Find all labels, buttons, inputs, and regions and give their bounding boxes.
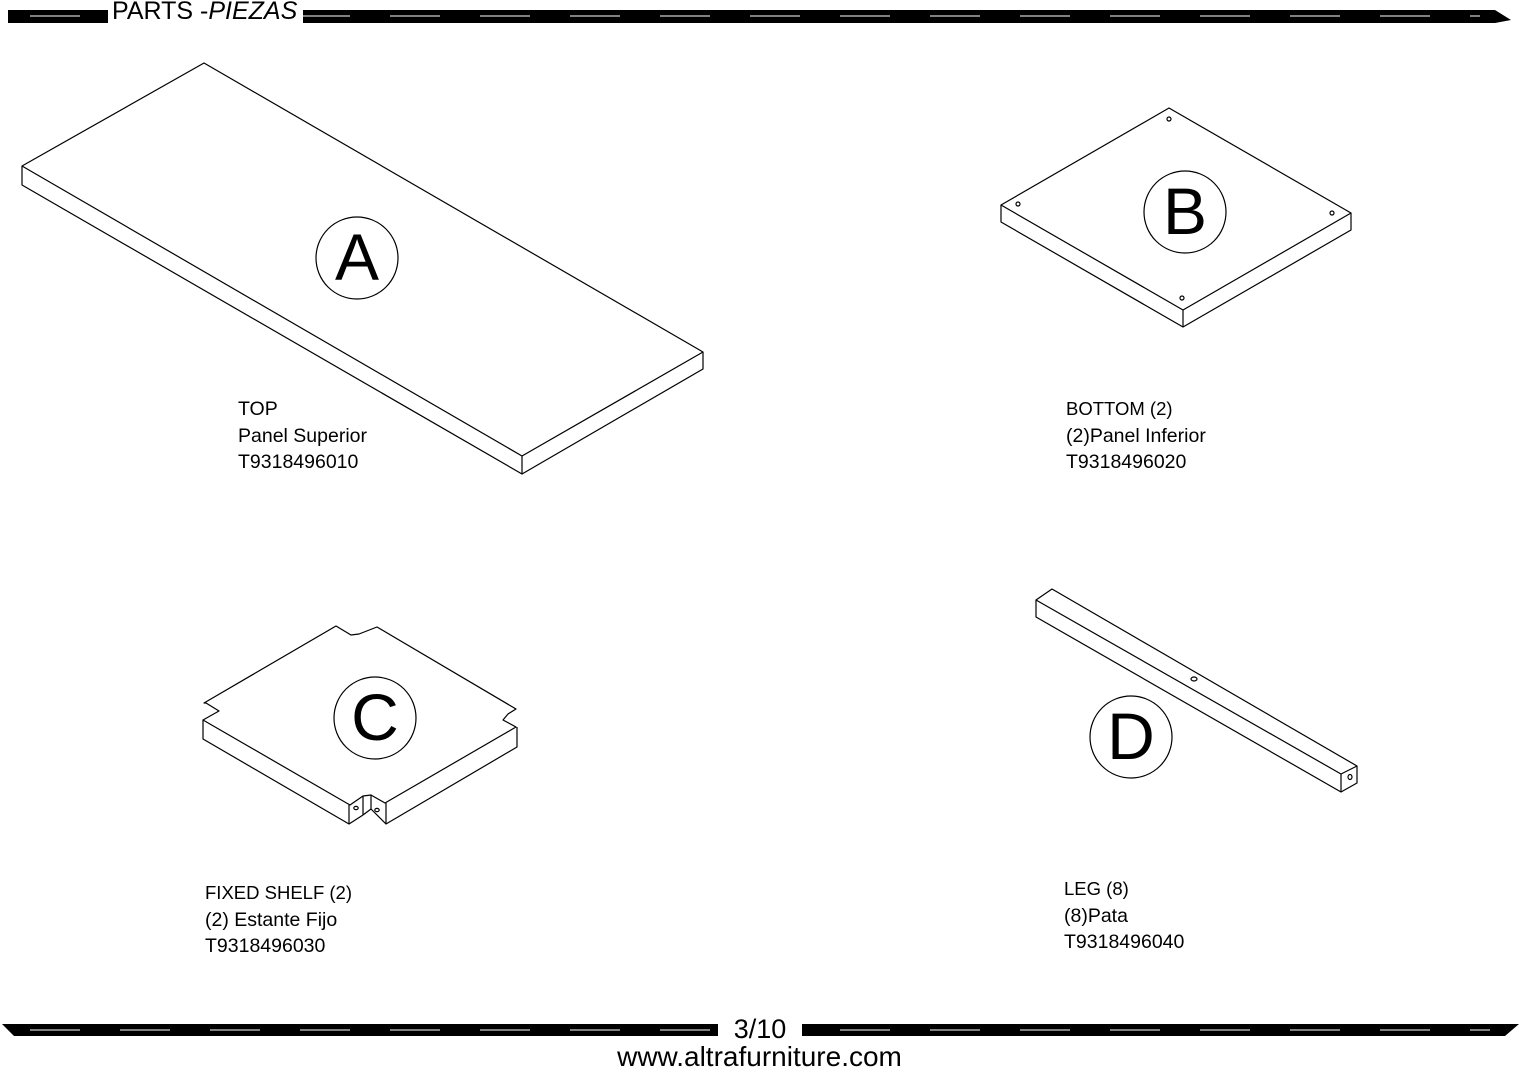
panel-a-drawing <box>21 62 704 475</box>
website-url: www.altrafurniture.com <box>617 1041 902 1072</box>
header-bar <box>8 10 1511 23</box>
title-es: PIEZAS <box>208 0 298 25</box>
part-d-letter: D <box>1107 699 1155 773</box>
part-b-name-en: BOTTOM (2) <box>1066 398 1173 419</box>
title-en: PARTS - <box>112 0 209 25</box>
part-d-name-en: LEG (8) <box>1064 878 1129 899</box>
part-a-label: TOP Panel Superior T9318496010 <box>238 396 367 476</box>
part-a-name-en: TOP <box>238 398 278 420</box>
part-a-name-es: Panel Superior <box>238 424 367 447</box>
page-number: 3/10 <box>718 1013 802 1045</box>
part-b-label: BOTTOM (2) (2)Panel Inferior T9318496020 <box>1066 396 1206 476</box>
part-d-label: LEG (8) (8)Pata T9318496040 <box>1064 876 1184 956</box>
part-d-name-es: (8)Pata <box>1064 904 1128 927</box>
part-c-letter: C <box>351 680 399 754</box>
part-a-code: T9318496010 <box>238 451 359 473</box>
panel-d-drawing <box>1035 588 1358 793</box>
part-b-letter: B <box>1162 174 1208 248</box>
part-b-code: T9318496020 <box>1066 451 1187 473</box>
panel-b-drawing <box>1000 107 1352 328</box>
part-c-name-en: FIXED SHELF (2) <box>205 882 352 903</box>
part-b-name-es: (2)Panel Inferior <box>1066 424 1206 447</box>
page-title: PARTS -PIEZAS <box>108 0 304 26</box>
part-c-label: FIXED SHELF (2) (2) Estante Fijo T931849… <box>205 880 352 960</box>
part-c-code: T9318496030 <box>205 935 326 957</box>
panel-c-drawing <box>202 625 518 825</box>
part-d-code: T9318496040 <box>1064 931 1185 953</box>
part-c-name-es: (2) Estante Fijo <box>205 908 338 931</box>
part-a-letter: A <box>334 220 380 294</box>
